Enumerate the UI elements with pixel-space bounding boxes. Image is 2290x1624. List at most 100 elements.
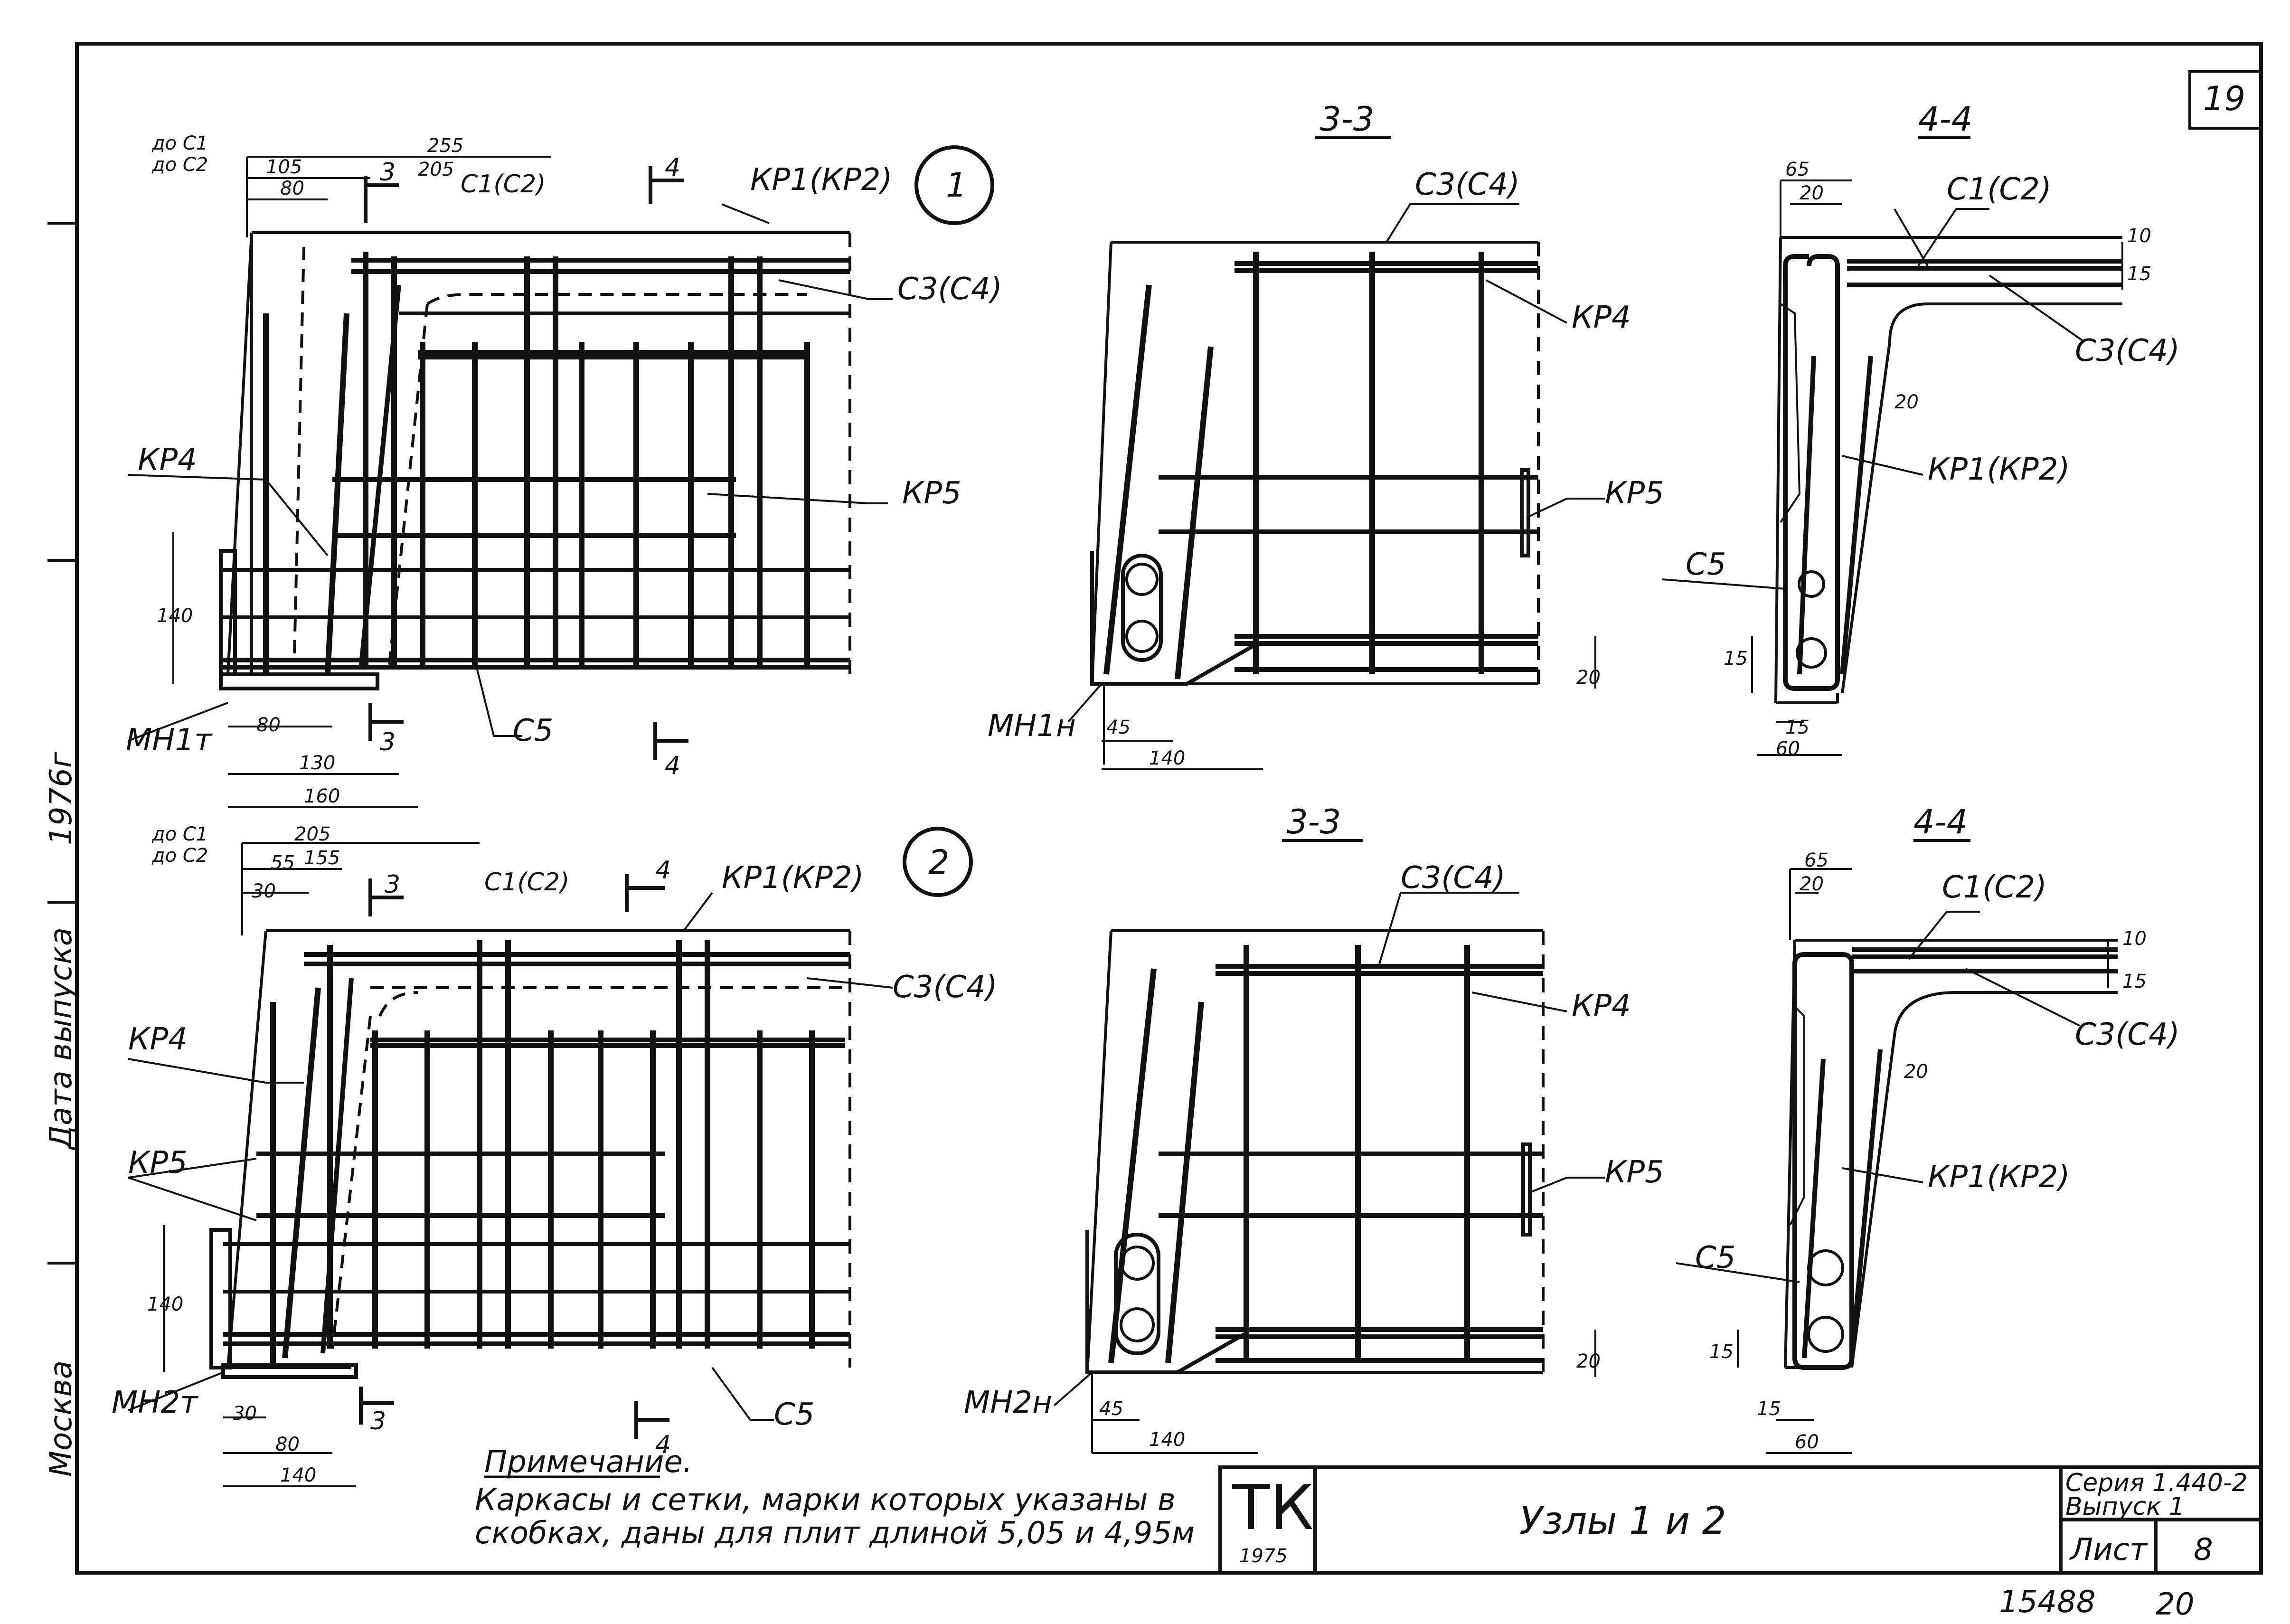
node2-label-c3: С3(С4) (893, 970, 998, 1005)
section44-bottom-dim-15b: 15 (1709, 1341, 1734, 1363)
title-block-sheet-value: 8 (2194, 1532, 2213, 1567)
node1-label-cut3-top: 3 (380, 158, 396, 187)
section33-top-dim-45: 45 (1106, 717, 1131, 738)
archive-page: 20 (2156, 1587, 2194, 1622)
node1-drawing (128, 145, 994, 808)
section33-bottom-dim-140: 140 (1149, 1429, 1185, 1451)
node2-label-kr1: КР1(КР2) (722, 860, 864, 896)
node1-label-c1: до С1 (151, 132, 208, 154)
section44-top-label-c3: С3(С4) (2075, 333, 2180, 368)
title-block-series: Серия 1.440-2 (2065, 1469, 2248, 1497)
section33-top-label-c3: С3(С4) (1415, 167, 1520, 202)
node1-dim-140: 140 (157, 605, 193, 627)
note-line-2: скобках, даны для плит длиной 5,05 и 4,9… (475, 1516, 1195, 1551)
section44-top-dim-15: 15 (2127, 263, 2151, 285)
title-block (1218, 1465, 2263, 1575)
section33-bottom-dim-45: 45 (1099, 1398, 1123, 1420)
archive-number: 15488 (1999, 1585, 2096, 1620)
section44-bottom-label-c5: С5 (1695, 1240, 1735, 1275)
node2-dim-140b: 140 (280, 1464, 316, 1486)
section33-top-label-kr5: КР5 (1605, 476, 1664, 511)
section33-bottom-label-c3: С3(С4) (1401, 860, 1506, 896)
section44-top-dim-60: 60 (1776, 738, 1800, 760)
section33-bottom-drawing (1053, 839, 1605, 1454)
section33-bottom-label-kr5: КР5 (1605, 1155, 1664, 1190)
section44-bottom-drawing (1676, 839, 2118, 1454)
section44-top-dim-20: 20 (1800, 182, 1824, 204)
node2-label-c2: до С2 (151, 845, 208, 867)
section33-top-drawing (1067, 136, 1605, 770)
node2-number: 2 (928, 843, 950, 882)
node2-label-kr5: КР5 (128, 1145, 188, 1180)
section44-bottom-dim-65: 65 (1804, 850, 1828, 871)
node1-dim-255: 255 (427, 135, 463, 157)
node1-dim-130: 130 (299, 752, 335, 774)
node2-dim-205: 205 (294, 823, 330, 845)
section33-bottom-title: 3-3 (1287, 803, 1341, 841)
section44-bottom-title: 4-4 (1913, 803, 1968, 841)
node2-dim-155: 155 (304, 847, 340, 869)
section33-bottom-dim-20: 20 (1576, 1350, 1601, 1372)
section44-top-dim-20b: 20 (1894, 391, 1919, 413)
node1-dim-80b: 80 (256, 714, 281, 736)
node1-label-mn: МН1т (126, 723, 213, 758)
node1-label-c1c2: С1(С2) (461, 170, 546, 198)
node1-label-c3: С3(С4) (897, 272, 1002, 307)
section33-top-dim-140: 140 (1149, 747, 1185, 769)
section44-bottom-dim-20b: 20 (1904, 1061, 1928, 1083)
node1-label-c5: С5 (513, 713, 553, 748)
title-block-logo: ТК (1232, 1472, 1314, 1544)
node2-dim-55: 55 (271, 852, 295, 874)
node2-label-kr4: КР4 (128, 1022, 188, 1057)
section44-bottom-dim-15c: 15 (1757, 1398, 1781, 1420)
node2-dim-30: 30 (252, 880, 276, 902)
section33-bottom-label-mn: МН2н (964, 1385, 1052, 1420)
section44-top-title: 4-4 (1918, 100, 1972, 139)
section44-top-dim-15b: 15 (1724, 648, 1748, 670)
node1-dim-105: 105 (266, 156, 302, 178)
title-block-issue: Выпуск 1 (2065, 1492, 2185, 1521)
node1-dim-80: 80 (280, 178, 304, 199)
node2-label-c5: С5 (774, 1397, 814, 1432)
section44-top-label-c5: С5 (1686, 547, 1726, 582)
title-block-sheet-label: Лист (2069, 1532, 2148, 1567)
section44-bottom-dim-20: 20 (1800, 873, 1824, 895)
node1-label-kr4: КР4 (138, 443, 197, 478)
section44-bottom-dim-15: 15 (2122, 971, 2147, 992)
stamp-year: 1976г (44, 752, 79, 845)
node2-label-cut4-bottom: 4 (655, 1431, 671, 1459)
node1-label-kr1: КР1(КР2) (750, 162, 892, 198)
section44-top-label-c1: С1(С2) (1947, 172, 2052, 207)
node1-number: 1 (946, 166, 967, 205)
section44-top-dim-65: 65 (1785, 159, 1809, 180)
note-heading: Примечание. (484, 1445, 692, 1480)
section33-top-label-kr4: КР4 (1572, 300, 1631, 335)
sheet-frame (75, 42, 2263, 1575)
stamp-city: Москва (44, 1360, 79, 1477)
node2-label-cut3-top: 3 (385, 870, 400, 899)
node2-label-cut4-top: 4 (655, 856, 671, 885)
node2-dim-80: 80 (275, 1434, 300, 1455)
section44-bottom-label-kr1: КР1(КР2) (1928, 1160, 2070, 1195)
section44-top-label-kr1: КР1(КР2) (1928, 452, 2070, 487)
sheet-number: 19 (2203, 79, 2245, 118)
node2-label-cut3-bottom: 3 (370, 1407, 386, 1435)
node1-label-cut3-bottom: 3 (380, 728, 396, 756)
section44-top-dim-15c: 15 (1785, 717, 1809, 738)
section33-bottom-label-kr4: КР4 (1572, 989, 1631, 1024)
node2-label-mn: МН2т (112, 1385, 198, 1420)
note-line-1: Каркасы и сетки, марки которых указаны в (475, 1482, 1176, 1518)
node1-label-c2: до С2 (151, 154, 208, 176)
node2-label-c1c2: С1(С2) (484, 868, 569, 897)
stamp-date-label: Дата выпуска (44, 927, 79, 1151)
node2-dim-30b: 30 (233, 1403, 257, 1425)
title-block-title: Узлы 1 и 2 (1519, 1499, 1726, 1543)
title-block-year: 1975 (1239, 1545, 1288, 1567)
node1-label-cut4-bottom: 4 (665, 752, 680, 780)
section33-top-title: 3-3 (1320, 100, 1374, 139)
section44-bottom-dim-10: 10 (2122, 928, 2147, 950)
node2-dim-140: 140 (147, 1294, 183, 1315)
section44-top-drawing (1661, 136, 2123, 756)
node2-drawing (128, 827, 973, 1487)
